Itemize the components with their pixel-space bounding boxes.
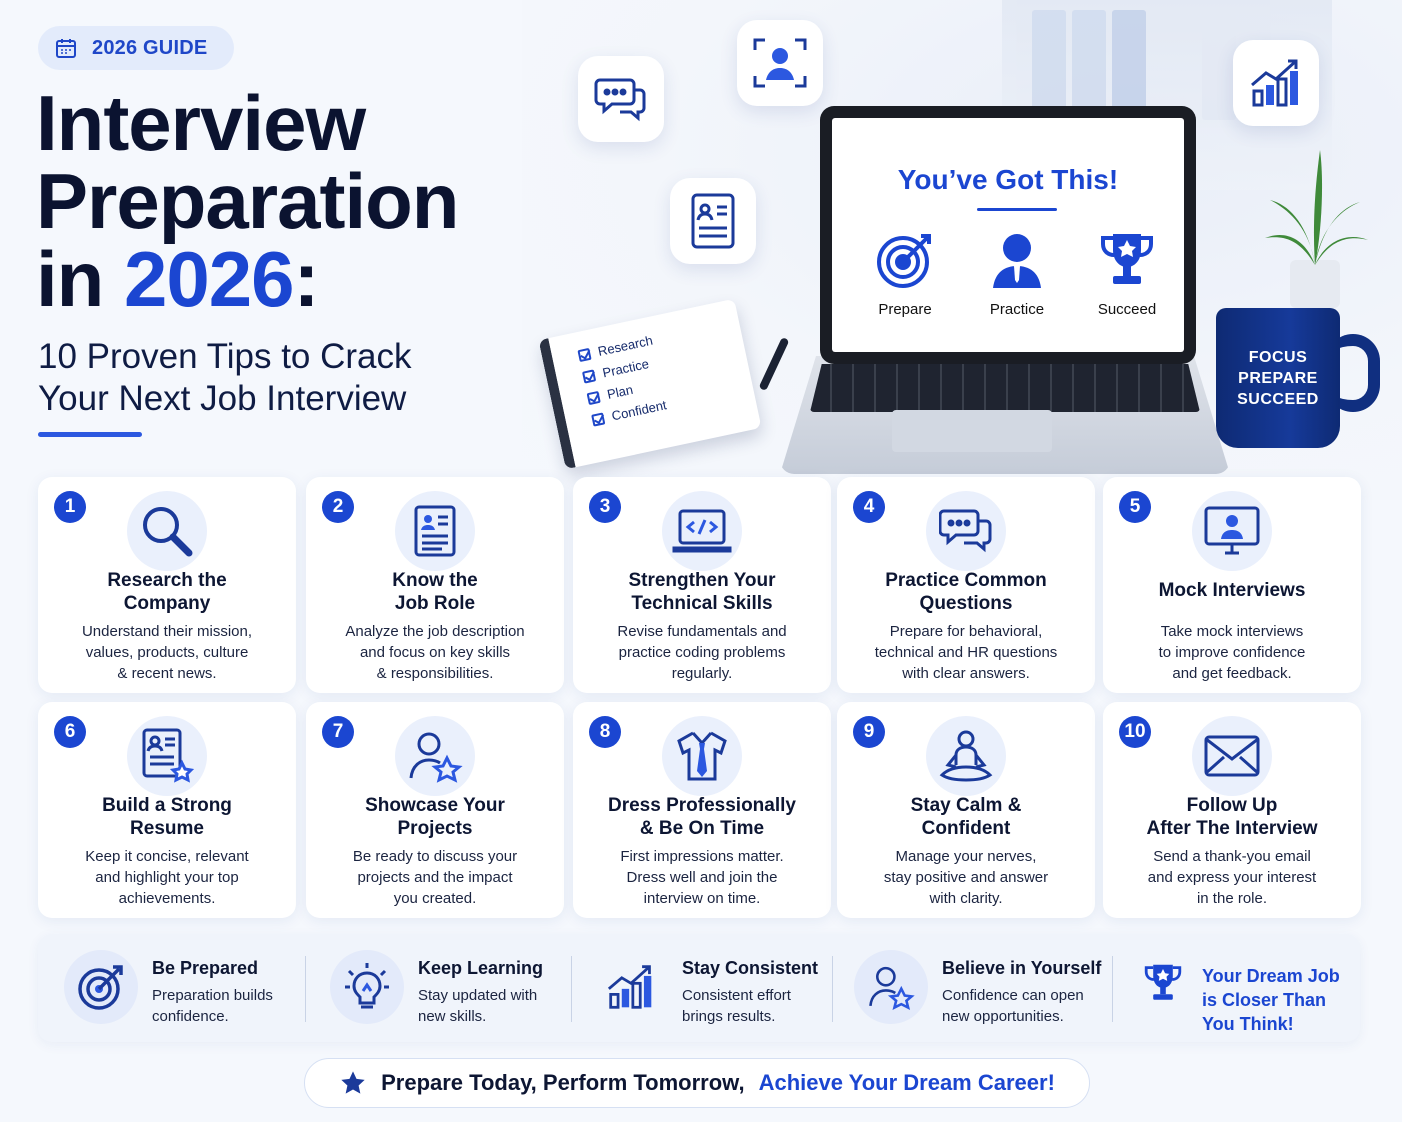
user-icon [993,234,1041,288]
title-underline [38,432,142,437]
chat-icon [939,509,992,553]
tip-description: Prepare for behavioral, technical and HR… [874,623,1058,682]
tip-title: Stay Calm & Confident [910,795,1022,839]
envelope-icon [1204,735,1260,777]
growth-chart-icon [1251,59,1298,107]
chat-icon [594,78,646,122]
tip-title: Practice Common Questions [885,570,1047,614]
tip-description: Take mock interviews to improve confiden… [1158,623,1306,682]
tip-title: Follow Up After The Interview [1146,795,1318,839]
tip-card-1: 1 Research the Company Understand their … [38,477,296,693]
tip-title: Dress Professionally & Be On Time [608,795,796,839]
laptop-headline-underline [977,208,1057,211]
trophy-icon [1144,964,1182,1000]
user-focus-icon [753,38,807,88]
tip-number: 9 [853,716,885,748]
laptop-trackpad [892,410,1052,452]
dream-job-message: Your Dream Job is Closer Than You Think! [1202,966,1340,1034]
user-star-icon [869,966,915,1010]
laptop-item-practice: Practice [962,230,1072,318]
tip-number: 3 [589,491,621,523]
tip-title: Know the Job Role [392,570,478,614]
tip-number: 7 [322,716,354,748]
tip-card-3: 3 Strengthen Your Technical Skills Revis… [573,477,831,693]
strip-divider [305,956,306,1022]
calendar-icon [56,39,76,58]
laptop-screen: You’ve Got This! Prepare Practice Succee… [820,106,1196,364]
tip-title: Mock Interviews [1158,580,1306,601]
banner-lead: Prepare Today, Perform Tomorrow, [381,1070,745,1095]
resume-star-icon [142,728,194,783]
target-icon [877,234,931,288]
shirt-tie-icon [677,731,727,781]
tip-description: Keep it concise, relevant and highlight … [85,848,249,907]
page-title: Interview Preparation in 2026: [36,79,459,323]
star-icon [341,1071,365,1094]
document-icon [691,193,735,249]
tip-description: Analyze the job description and focus on… [345,623,525,682]
footer-banner: Prepare Today, Perform Tomorrow, Achieve… [304,1058,1090,1108]
strip-divider [571,956,572,1022]
tip-title: Showcase Your Projects [365,795,505,839]
tip-number: 4 [853,491,885,523]
tip-number: 6 [54,716,86,748]
document-tile [670,178,756,264]
growth-chart-icon [607,965,652,1009]
document-icon [414,505,456,557]
tip-description: Send a thank-you email and express your … [1147,848,1317,907]
laptop-item-succeed: Succeed [1072,230,1182,318]
tip-card-8: 8 Dress Professionally & Be On Time Firs… [573,702,831,918]
user-star-icon [409,732,463,783]
tip-number: 5 [1119,491,1151,523]
tip-description: Revise fundamentals and practice coding … [617,623,787,682]
chat-tile [578,56,664,142]
tip-number: 8 [589,716,621,748]
plant-icon [1265,150,1368,308]
page-subtitle: 10 Proven Tips to Crack Your Next Job In… [38,337,412,418]
monitor-user-icon [1204,506,1260,555]
tip-description: Manage your nerves, stay positive and an… [883,848,1049,907]
tip-card-10: 10 Follow Up After The Interview Send a … [1103,702,1361,918]
tip-card-4: 4 Practice Common Questions Prepare for … [837,477,1095,693]
laptop-item-prepare: Prepare [850,230,960,318]
guide-badge-label: 2026 GUIDE [92,36,208,59]
tip-number: 10 [1119,716,1151,748]
tip-title: Research the Company [107,570,227,614]
growth-chart-tile [1233,40,1319,126]
tip-card-6: 6 Build a Strong Resume Keep it concise,… [38,702,296,918]
tip-description: First impressions matter. Dress well and… [620,848,784,907]
tip-card-5: 5 Mock Interviews Take mock interviews t… [1103,477,1361,693]
banner-highlight: Achieve Your Dream Career! [758,1070,1055,1095]
guide-badge: 2026 GUIDE [38,26,234,70]
laptop-headline: You’ve Got This! [897,164,1119,195]
meditation-icon [939,730,993,782]
tip-description: Understand their mission, values, produc… [81,623,253,682]
tip-card-2: 2 Know the Job Role Analyze the job desc… [306,477,564,693]
target-icon [78,965,123,1010]
magnifier-icon [143,507,193,557]
tip-title: Strengthen Your Technical Skills [628,570,776,614]
trophy-icon [1101,234,1153,284]
lightbulb-icon [345,963,389,1009]
tip-description: Be ready to discuss your projects and th… [352,848,518,907]
user-focus-tile [737,20,823,106]
laptop-keyboard [810,364,1200,412]
tip-title: Build a Strong Resume [102,795,232,839]
strip-divider [832,956,833,1022]
tip-number: 1 [54,491,86,523]
code-laptop-icon [672,509,732,553]
tip-card-9: 9 Stay Calm & Confident Manage your nerv… [837,702,1095,918]
strip-divider [1112,956,1113,1022]
focus-mug: FOCUS PREPARE SUCCEED [1216,308,1340,448]
tip-card-7: 7 Showcase Your Projects Be ready to dis… [306,702,564,918]
tip-number: 2 [322,491,354,523]
